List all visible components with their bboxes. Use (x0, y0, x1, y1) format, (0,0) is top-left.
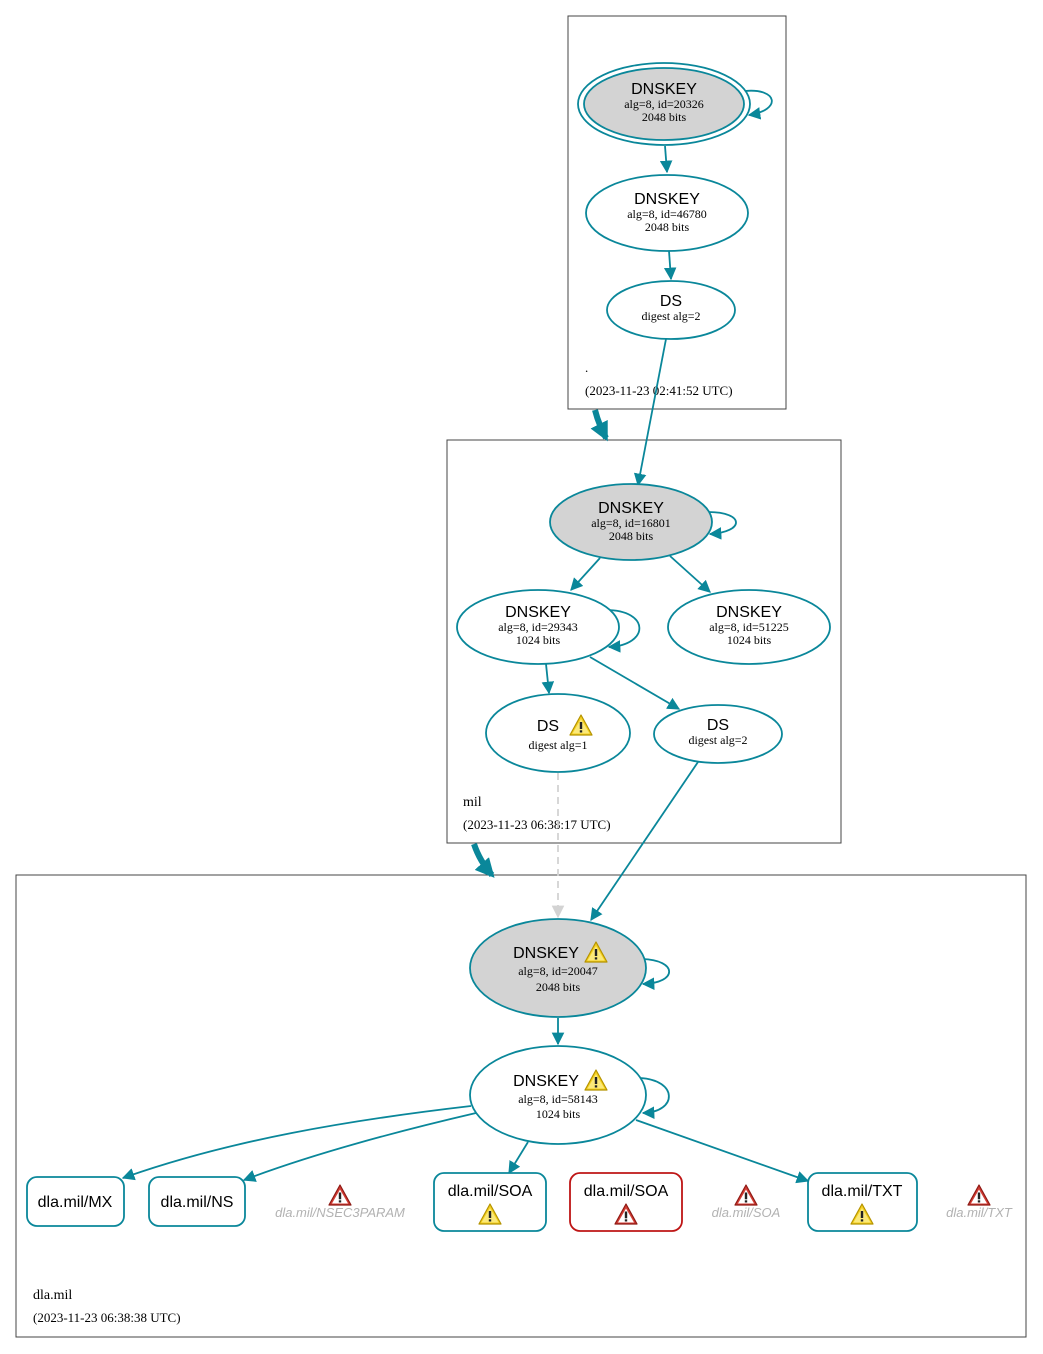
node-mil-ksk[interactable]: DNSKEY alg=8, id=16801 2048 bits (549, 483, 713, 561)
node-root-ksk[interactable]: DNSKEY alg=8, id=20326 2048 bits (577, 62, 751, 146)
node-title: DNSKEY (631, 81, 697, 98)
record-label: dla.mil/TXT (946, 1205, 1013, 1220)
record-nsec3param-missing[interactable]: dla.mil/NSEC3PARAM (275, 1184, 405, 1220)
record-soa-warning[interactable]: dla.mil/SOA (433, 1172, 547, 1232)
zone-timestamp: (2023-11-23 02:41:52 UTC) (585, 383, 733, 398)
node-alg-id: alg=8, id=20047 (518, 964, 598, 978)
edge-root-ksk-to-zsk (659, 145, 673, 174)
zone-timestamp: (2023-11-23 06:38:17 UTC) (463, 817, 611, 832)
zone-name: mil (463, 795, 482, 810)
delegation-arrow-root-to-mil (590, 409, 609, 442)
record-label: dla.mil/SOA (448, 1183, 533, 1200)
edge-dla-zsk-self (639, 1077, 670, 1119)
node-alg-id: alg=8, id=46780 (627, 207, 707, 221)
edges (121, 89, 810, 1184)
zone-name: dla.mil (33, 1288, 72, 1303)
node-alg-id: alg=8, id=29343 (498, 620, 578, 634)
node-alg-id: alg=8, id=16801 (591, 516, 671, 530)
edge-mil-zsk1-to-ds1 (541, 663, 555, 695)
record-label: dla.mil/NSEC3PARAM (275, 1205, 405, 1220)
edge-mil-ds2-to-dla-ksk (590, 761, 699, 922)
record-label: dla.mil/SOA (712, 1205, 781, 1220)
node-dla-zsk[interactable]: DNSKEY alg=8, id=58143 1024 bits (469, 1045, 647, 1145)
edge-mil-ksk-self (707, 511, 737, 540)
node-size: 2048 bits (536, 980, 581, 994)
error-triangle-icon[interactable] (734, 1184, 758, 1206)
node-mil-ds-digest2[interactable]: DS digest alg=2 (653, 704, 783, 764)
edge-mil-zsk1-self (605, 609, 641, 653)
node-title: DNSKEY (513, 945, 579, 962)
record-txt-warning[interactable]: dla.mil/TXT (807, 1172, 918, 1232)
record-ns[interactable]: dla.mil/NS (148, 1176, 246, 1227)
edge-dla-zsk-to-mx (121, 1105, 472, 1181)
node-mil-zsk-29343[interactable]: DNSKEY alg=8, id=29343 1024 bits (456, 589, 620, 665)
record-label: dla.mil/MX (38, 1194, 113, 1211)
error-triangle-icon[interactable] (328, 1184, 352, 1206)
zone-root: . (2023-11-23 02:41:52 UTC) (567, 15, 787, 410)
node-title: DNSKEY (505, 604, 571, 621)
record-label: dla.mil/SOA (584, 1183, 669, 1200)
node-title: DNSKEY (513, 1073, 579, 1090)
record-soa-missing[interactable]: dla.mil/SOA (712, 1184, 781, 1220)
node-root-zsk[interactable]: DNSKEY alg=8, id=46780 2048 bits (585, 174, 749, 252)
edge-root-zsk-to-ds (663, 250, 677, 281)
node-size: 2048 bits (642, 110, 687, 124)
node-size: 1024 bits (536, 1107, 581, 1121)
node-alg-id: alg=8, id=20326 (624, 97, 704, 111)
zone-name: . (585, 360, 588, 375)
node-digest: digest alg=1 (528, 738, 587, 752)
record-soa-error[interactable]: dla.mil/SOA (569, 1172, 683, 1232)
edge-dla-ksk-self (641, 958, 670, 990)
node-size: 1024 bits (516, 633, 561, 647)
edge-root-ksk-self (744, 89, 773, 120)
node-digest: digest alg=2 (641, 309, 700, 323)
edge-mil-ksk-to-zsk1 (570, 557, 601, 591)
node-dla-ksk[interactable]: DNSKEY alg=8, id=20047 2048 bits (469, 918, 647, 1018)
node-alg-id: alg=8, id=58143 (518, 1092, 598, 1106)
error-triangle-icon[interactable] (967, 1184, 991, 1206)
edge-root-ds-to-mil-ksk (633, 338, 667, 487)
node-title: DS (537, 718, 559, 735)
edge-mil-zsk1-to-ds2 (589, 656, 681, 710)
node-title: DNSKEY (598, 500, 664, 517)
node-mil-ds-digest1[interactable]: DS digest alg=1 (485, 693, 631, 773)
delegation-arrow-mil-to-dla (471, 843, 495, 878)
node-alg-id: alg=8, id=51225 (709, 620, 789, 634)
node-title: DNSKEY (634, 191, 700, 208)
edge-dla-zsk-to-soa (508, 1141, 529, 1175)
record-mx[interactable]: dla.mil/MX (26, 1176, 125, 1227)
edge-dla-zsk-to-txt (635, 1119, 810, 1184)
node-size: 2048 bits (645, 220, 690, 234)
node-mil-zsk-51225[interactable]: DNSKEY alg=8, id=51225 1024 bits (667, 589, 831, 665)
node-size: 1024 bits (727, 633, 772, 647)
node-title: DNSKEY (716, 604, 782, 621)
node-title: DS (660, 293, 682, 310)
node-title: DS (707, 717, 729, 734)
node-size: 2048 bits (609, 529, 654, 543)
record-label: dla.mil/NS (161, 1194, 234, 1211)
node-digest: digest alg=2 (688, 733, 747, 747)
node-root-ds[interactable]: DS digest alg=2 (606, 280, 736, 340)
zone-timestamp: (2023-11-23 06:38:38 UTC) (33, 1310, 181, 1325)
record-txt-missing[interactable]: dla.mil/TXT (946, 1184, 1013, 1220)
edge-mil-ksk-to-zsk2 (669, 555, 711, 593)
edge-dla-zsk-to-ns (242, 1112, 477, 1182)
zone-dla-mil: dla.mil (2023-11-23 06:38:38 UTC) (15, 874, 1027, 1338)
record-label: dla.mil/TXT (822, 1183, 903, 1200)
